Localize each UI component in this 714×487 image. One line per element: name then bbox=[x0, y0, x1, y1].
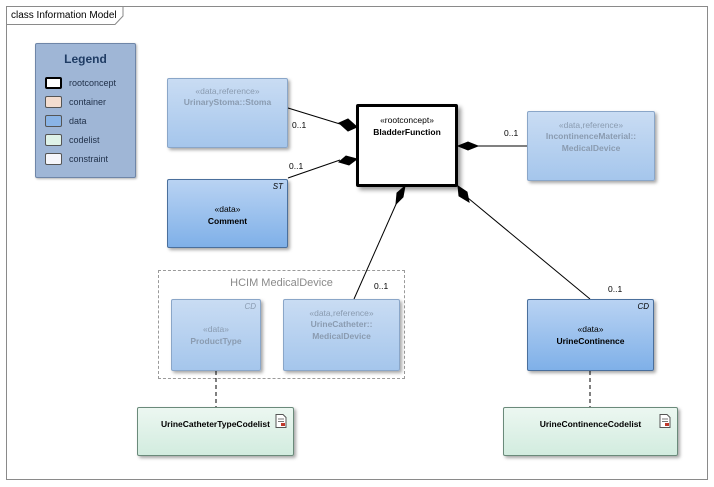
legend-swatch-data bbox=[45, 115, 62, 127]
legend-label: container bbox=[69, 97, 107, 107]
document-icon bbox=[275, 414, 287, 428]
class-stereotype: «data» bbox=[577, 324, 604, 334]
multiplicity-incontinence: 0..1 bbox=[504, 128, 519, 138]
class-name: ProductType bbox=[190, 336, 242, 346]
diamond-continence bbox=[457, 184, 470, 204]
title-tab-shape bbox=[6, 6, 124, 25]
legend-label: constraint bbox=[69, 154, 109, 164]
legend-swatch-constraint bbox=[45, 153, 62, 165]
multiplicity-comment: 0..1 bbox=[289, 161, 304, 171]
class-name: UrineCatheterTypeCodelist bbox=[161, 419, 270, 429]
legend-label: rootconcept bbox=[69, 78, 117, 88]
connector-comment bbox=[287, 159, 341, 179]
diamond-comment bbox=[337, 155, 359, 166]
class-stereotype: «data,reference» bbox=[309, 308, 374, 318]
diagram-title: class Information Model bbox=[11, 10, 117, 21]
class-name: UrinaryStoma::Stoma bbox=[183, 97, 272, 107]
class-product-type[interactable]: CD «data» ProductType bbox=[171, 299, 261, 371]
class-name: UrineContinenceCodelist bbox=[539, 419, 642, 429]
legend-swatch-container bbox=[45, 96, 62, 108]
class-urinary-stoma[interactable]: «data,reference» UrinaryStoma::Stoma bbox=[167, 78, 288, 148]
class-stereotype: «data,reference» bbox=[558, 120, 624, 130]
legend-label: codelist bbox=[69, 135, 100, 145]
class-name: UrineContinence bbox=[556, 336, 625, 346]
legend-box: Legend rootconcept container data codeli… bbox=[35, 43, 136, 178]
package-hcim-medicaldevice[interactable]: HCIM MedicalDevice bbox=[158, 270, 405, 379]
diamond-incontinence bbox=[456, 141, 480, 151]
legend-title: Legend bbox=[64, 52, 107, 66]
class-comment[interactable]: ST «data» Comment bbox=[167, 179, 288, 248]
class-name-line1: UrineCatheter:: bbox=[310, 319, 373, 329]
connector-stoma bbox=[287, 107, 341, 125]
class-stereotype: «data,reference» bbox=[195, 86, 260, 96]
class-type-tag: CD bbox=[244, 302, 256, 311]
diagram-title-tab: class Information Model bbox=[6, 6, 124, 25]
class-urine-continence[interactable]: CD «data» UrineContinence bbox=[527, 299, 654, 371]
class-name: Comment bbox=[207, 216, 248, 226]
legend-label: data bbox=[69, 116, 87, 126]
multiplicity-continence: 0..1 bbox=[608, 284, 623, 294]
class-urine-continence-codelist[interactable]: UrineContinenceCodelist bbox=[503, 407, 678, 456]
class-stereotype: «data» bbox=[203, 324, 229, 334]
document-icon bbox=[659, 414, 671, 428]
multiplicity-catheter: 0..1 bbox=[374, 281, 389, 291]
class-urine-catheter-type-codelist[interactable]: UrineCatheterTypeCodelist bbox=[137, 407, 294, 456]
class-name: BladderFunction bbox=[373, 127, 441, 137]
class-type-tag: ST bbox=[272, 182, 283, 191]
diamond-stoma bbox=[338, 118, 358, 132]
class-type-tag: CD bbox=[637, 302, 649, 311]
connector-catheter bbox=[353, 201, 398, 300]
multiplicity-stoma: 0..1 bbox=[292, 120, 307, 130]
class-name-line1: IncontinenceMaterial:: bbox=[545, 131, 637, 141]
legend-swatch-rootconcept bbox=[45, 77, 62, 89]
legend-swatch-codelist bbox=[45, 134, 62, 146]
class-stereotype: «data» bbox=[214, 204, 241, 214]
class-urine-catheter[interactable]: «data,reference» UrineCatheter:: Medical… bbox=[283, 299, 400, 371]
class-stereotype: «rootconcept» bbox=[380, 115, 434, 125]
class-bladder-function[interactable]: «rootconcept» BladderFunction bbox=[356, 104, 458, 187]
diamond-catheter bbox=[395, 184, 406, 206]
package-title: HCIM MedicalDevice bbox=[230, 277, 333, 289]
connector-continence bbox=[467, 197, 591, 300]
class-name-line2: MedicalDevice bbox=[312, 331, 371, 341]
class-name-line2: MedicalDevice bbox=[561, 143, 621, 153]
class-incontinence-material[interactable]: «data,reference» IncontinenceMaterial:: … bbox=[527, 111, 655, 181]
